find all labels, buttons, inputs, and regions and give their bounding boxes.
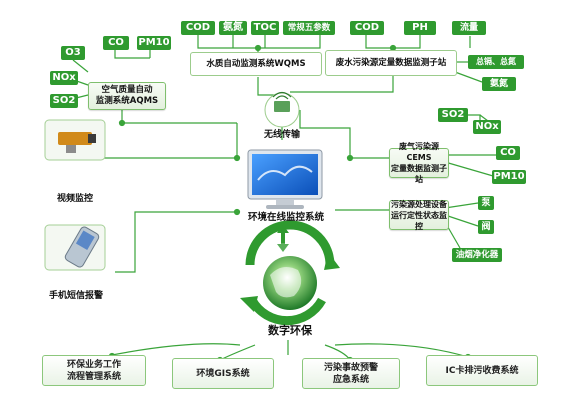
- param-cod: COD: [181, 21, 215, 35]
- wqms-system-box: 水质自动监测系统WQMS: [190, 52, 322, 76]
- aqms-system-box: 空气质量自动 监测系统AQMS: [88, 82, 166, 110]
- param-co-cems: CO: [496, 146, 520, 160]
- param-o3: O3: [61, 46, 85, 60]
- param-ammonia-wastewater: 氨氮: [482, 77, 516, 91]
- cems-station-box: 废气污染源CEMS 定量数据监测子站: [389, 142, 449, 184]
- param-so2-cems: SO2: [438, 108, 468, 122]
- digital-env-label: 数字环保: [268, 324, 312, 337]
- mobile-phone-icon: [44, 224, 106, 271]
- param-toc: TOC: [251, 21, 279, 35]
- process-equipment-box: 污染源处理设备 运行定性状态监控: [389, 199, 449, 231]
- wireless-label: 无线传输: [263, 130, 300, 140]
- camera-icon: [44, 119, 106, 161]
- param-co-air: CO: [103, 36, 129, 50]
- bottom-system-ic-card: IC卡排污收费系统: [426, 355, 538, 386]
- bottom-system-accident-warning: 污染事故预警 应急系统: [302, 358, 400, 389]
- wastewater-station-box: 废水污染源定量数据监测子站: [325, 50, 457, 76]
- recycle-globe-icon: [240, 220, 340, 326]
- param-so2-air: SO2: [50, 94, 78, 108]
- param-ph: PH: [404, 21, 436, 35]
- param-five-conventional: 常规五参数: [283, 21, 335, 35]
- monitor-icon: [247, 149, 323, 209]
- online-monitoring-system-label: 环境在线监控系统: [247, 212, 324, 223]
- video-monitoring-label: 视频监控: [56, 194, 93, 204]
- param-valve: 阀: [478, 220, 494, 234]
- param-ammonia: 氨氮: [219, 21, 247, 35]
- bottom-system-gis: 环境GIS系统: [172, 358, 274, 389]
- param-nox-cems: NOx: [473, 120, 501, 134]
- param-fume-purifier: 油烟净化器: [452, 248, 502, 262]
- param-cod-wastewater: COD: [350, 21, 384, 35]
- wireless-antenna-icon: [264, 91, 300, 128]
- param-pump: 泵: [478, 196, 494, 210]
- param-pm10-air: PM10: [137, 36, 171, 50]
- bottom-system-workflow: 环保业务工作 流程管理系统: [42, 355, 146, 386]
- param-nox-air: NOx: [50, 71, 78, 85]
- sms-alarm-label: 手机短信报警: [48, 291, 103, 301]
- param-flow: 流量: [452, 21, 486, 35]
- param-cadmium-nitrogen: 总镉、总氮: [468, 55, 524, 69]
- param-pm10-cems: PM10: [492, 170, 526, 184]
